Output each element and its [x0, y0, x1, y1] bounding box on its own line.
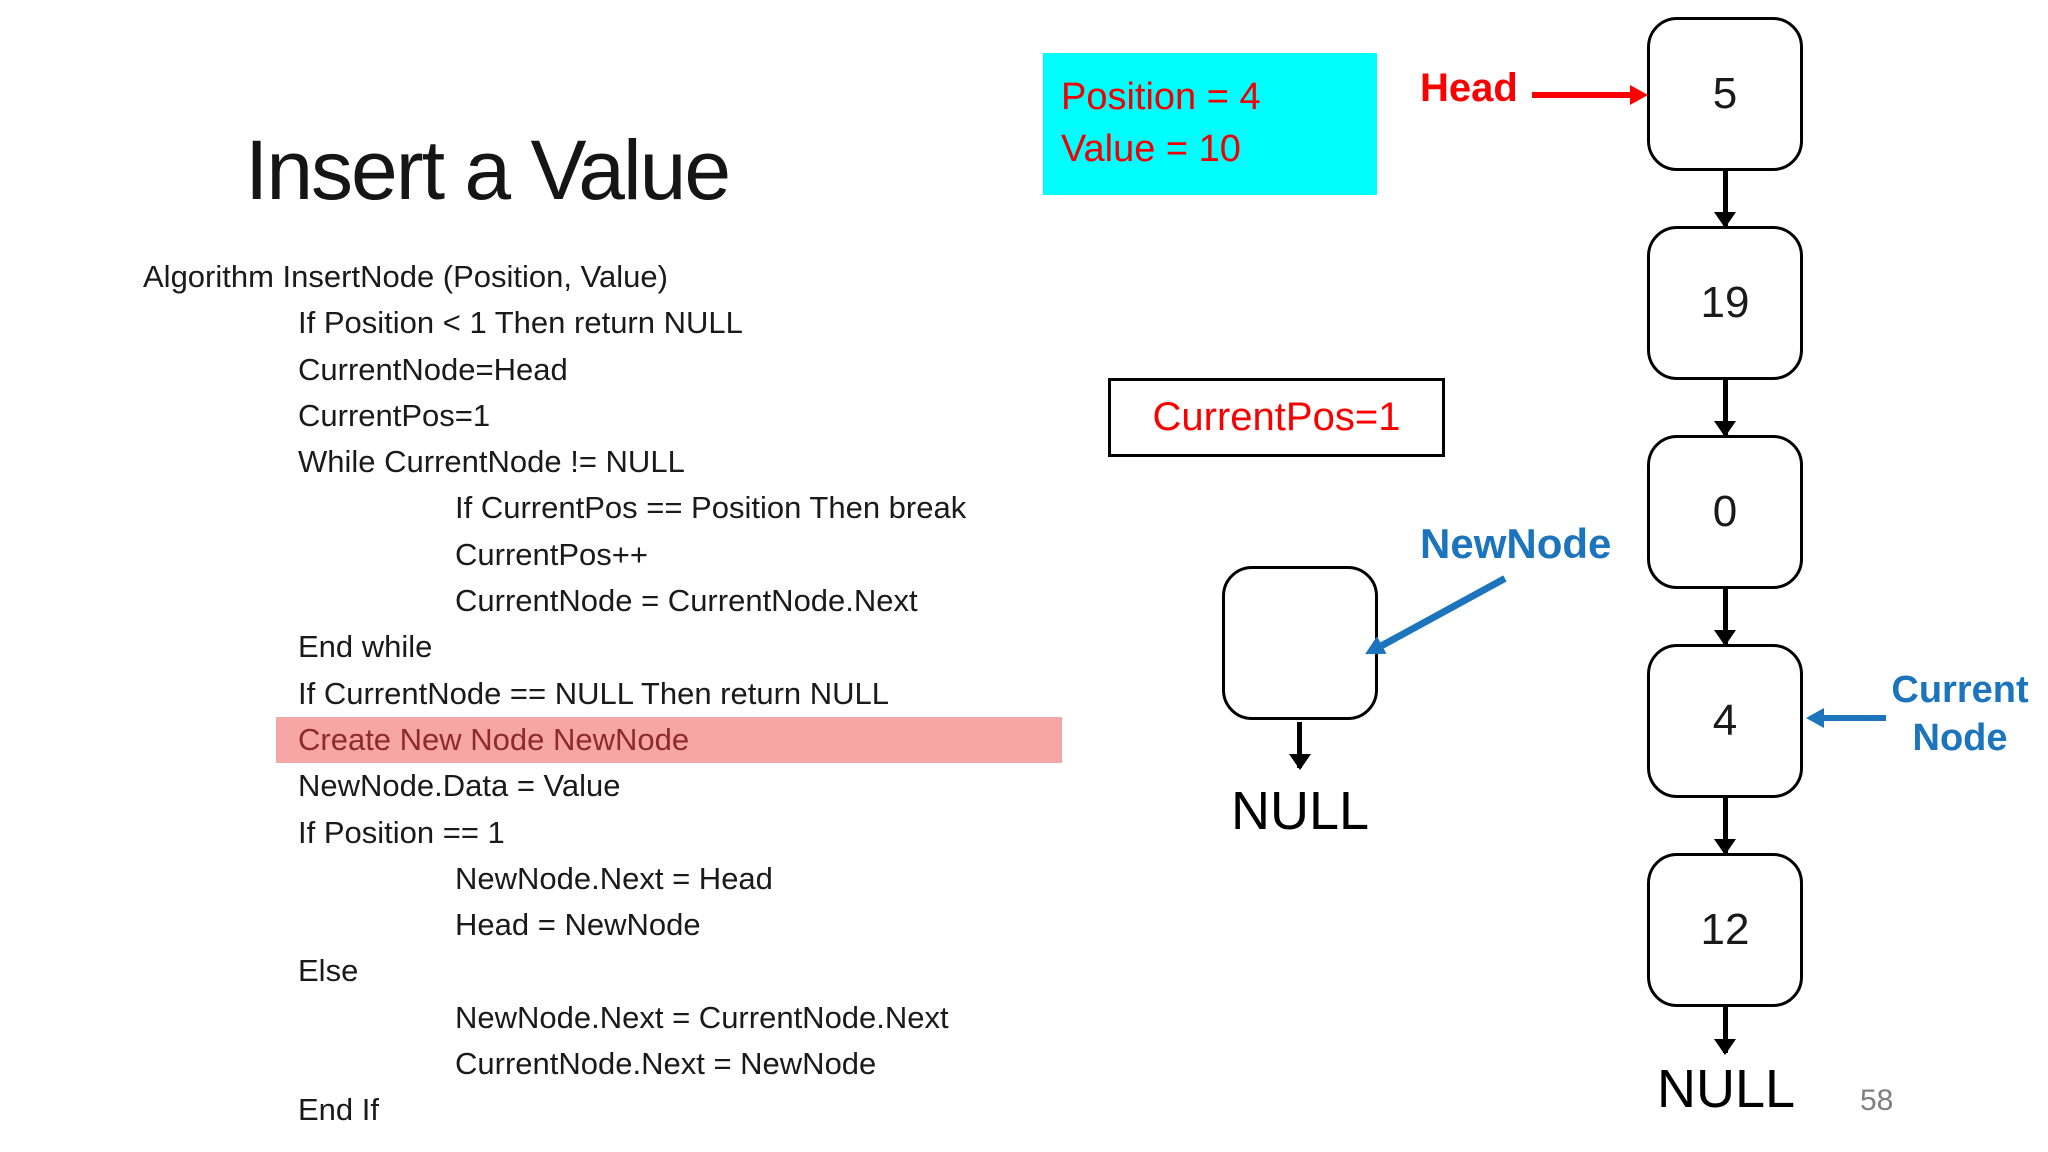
code-line: Else: [298, 953, 359, 989]
code-line: End If: [298, 1092, 379, 1128]
next-pointer-arrow-icon: [1722, 171, 1728, 226]
code-line: If Position < 1 Then return NULL: [298, 305, 743, 341]
new-node-null-label: NULL: [1230, 781, 1370, 841]
page-title: Insert a Value: [245, 123, 731, 217]
code-line: CurrentNode = CurrentNode.Next: [455, 583, 918, 619]
list-node-19: 19: [1647, 226, 1803, 380]
code-line: CurrentPos=1: [298, 397, 491, 433]
list-node-0: 0: [1647, 435, 1803, 589]
code-line-highlighted: Create New Node NewNode: [276, 716, 1062, 764]
next-pointer-arrow-icon: [1722, 380, 1728, 435]
head-arrow-icon: [1532, 85, 1648, 105]
code-line: CurrentNode=Head: [298, 351, 568, 387]
current-node-arrow-icon: [1806, 708, 1886, 728]
list-null-label: NULL: [1656, 1059, 1796, 1119]
parameter-position: Position = 4: [1061, 76, 1261, 119]
code-line: NewNode.Data = Value: [298, 768, 621, 804]
next-pointer-arrow-icon: [1722, 589, 1728, 644]
code-line: If Position == 1: [298, 814, 505, 850]
list-node-5: 5: [1647, 17, 1803, 171]
code-line: End while: [298, 629, 433, 665]
currentpos-box: CurrentPos=1: [1108, 378, 1445, 457]
list-node-12: 12: [1647, 853, 1803, 1007]
code-line: If CurrentNode == NULL Then return NULL: [298, 675, 890, 711]
new-node-pointer-arrow-icon: [1380, 575, 1507, 649]
new-node-label: NewNode: [1420, 520, 1612, 567]
code-line: Head = NewNode: [455, 907, 701, 943]
code-line: If CurrentPos == Position Then break: [455, 490, 967, 526]
parameter-value: Value = 10: [1061, 128, 1241, 170]
algorithm-code: Algorithm InsertNode (Position, Value) If…: [143, 254, 1183, 1134]
current-node-label-line2: Node: [1912, 717, 2008, 759]
next-pointer-arrow-icon: [1722, 798, 1728, 853]
new-node-box: [1222, 566, 1378, 720]
current-node-label-line1: Current: [1891, 669, 2029, 711]
currentpos-text: CurrentPos=1: [1152, 395, 1401, 439]
code-line: Algorithm InsertNode (Position, Value): [143, 259, 668, 294]
linked-list: 5 19 0 4 12: [1647, 17, 1803, 1053]
page-number: 58: [1860, 1084, 1894, 1117]
parameters-box: Position = 4 Value = 10: [1043, 53, 1377, 195]
current-node-label: Current Node: [1880, 666, 2040, 762]
code-line: CurrentNode.Next = NewNode: [455, 1046, 877, 1082]
code-line: NewNode.Next = CurrentNode.Next: [455, 999, 949, 1035]
code-line: CurrentPos++: [455, 536, 648, 572]
list-node-4: 4: [1647, 644, 1803, 798]
code-line: NewNode.Next = Head: [455, 860, 773, 896]
next-pointer-arrow-icon: [1722, 1007, 1728, 1053]
code-line: While CurrentNode != NULL: [298, 444, 685, 480]
new-node-next-arrow-icon: [1297, 722, 1302, 768]
head-label: Head: [1420, 66, 1518, 110]
